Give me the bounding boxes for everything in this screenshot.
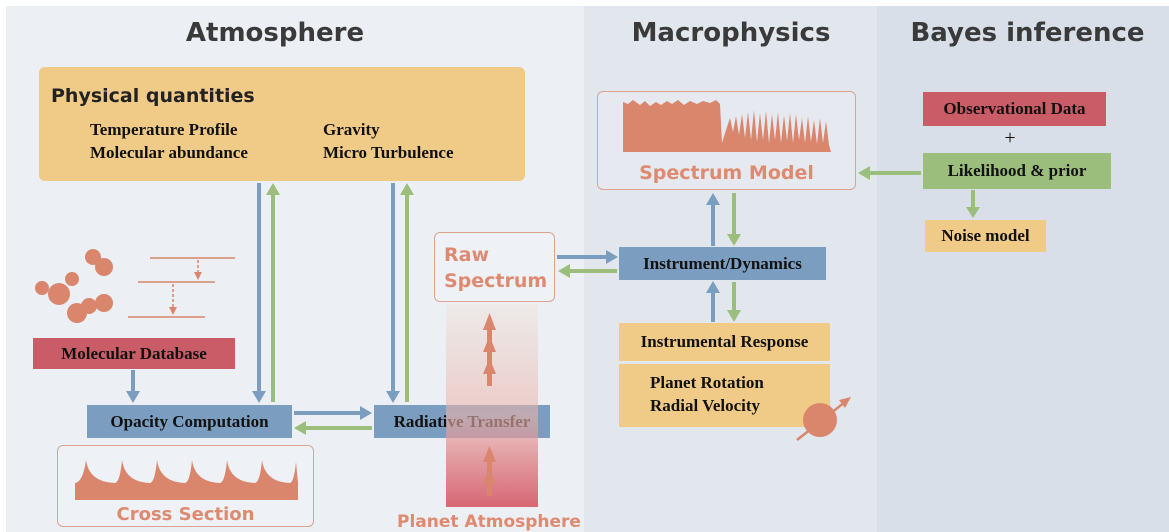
pq-molecular-abundance: Molecular abundance bbox=[90, 143, 248, 162]
physical-quantities-heading: Physical quantities bbox=[51, 85, 255, 107]
planet-rotation-label: Planet Rotation bbox=[650, 373, 764, 392]
pq-micro-turbulence: Micro Turbulence bbox=[323, 143, 454, 162]
likelihood-prior-box: Likelihood & prior bbox=[923, 153, 1111, 189]
bayes-title: Bayes inference bbox=[910, 18, 1145, 48]
plus-sign: + bbox=[1004, 127, 1016, 149]
molecular-database-box: Molecular Database bbox=[33, 338, 235, 369]
cross-section-label: Cross Section bbox=[116, 504, 255, 525]
radial-velocity-label: Radial Velocity bbox=[650, 396, 761, 415]
planet-atmosphere-label: Planet Atmosphere bbox=[397, 512, 581, 532]
noise-model-box: Noise model bbox=[925, 220, 1046, 252]
planet-atmosphere-dashed-arrows bbox=[483, 313, 496, 496]
raw-spectrum-box bbox=[434, 232, 555, 302]
raw-spectrum-label-line2: Spectrum bbox=[444, 270, 548, 292]
observational-data-box: Observational Data bbox=[923, 92, 1106, 126]
instrumental-response-box: Instrumental Response bbox=[619, 323, 830, 361]
atmosphere-title: Atmosphere bbox=[185, 18, 365, 48]
spectrum-model-label: Spectrum Model bbox=[639, 162, 814, 184]
pq-gravity: Gravity bbox=[323, 120, 380, 139]
opacity-computation-box: Opacity Computation bbox=[87, 405, 292, 438]
macrophysics-title: Macrophysics bbox=[631, 18, 831, 48]
physical-quantities-box bbox=[39, 67, 525, 181]
pq-temperature-profile: Temperature Profile bbox=[90, 120, 238, 139]
instrument-dynamics-box: Instrument/Dynamics bbox=[619, 247, 826, 280]
planet-rotation-box bbox=[619, 364, 830, 427]
raw-spectrum-label-line1: Raw bbox=[444, 244, 490, 266]
